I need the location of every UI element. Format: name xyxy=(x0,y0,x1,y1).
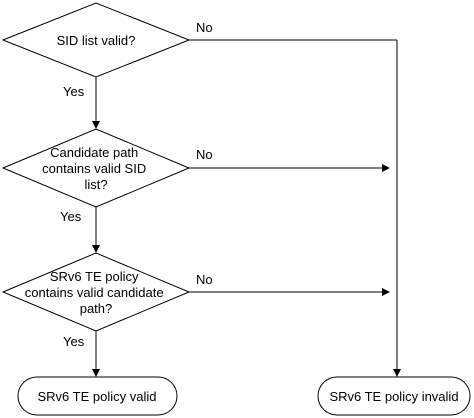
terminal-invalid-text: SRv6 TE policy invalid xyxy=(329,389,458,404)
no-label-1: No xyxy=(196,20,213,35)
yes-label-2: Yes xyxy=(60,209,82,224)
decision-1-text: SID list valid? xyxy=(57,33,136,48)
yes-label-3: Yes xyxy=(63,334,85,349)
decision-3-text: SRv6 TE policy contains valid candidate … xyxy=(25,269,167,316)
decision-2-text: Candidate path contains valid SID list? xyxy=(42,145,150,192)
terminal-valid-text: SRv6 TE policy valid xyxy=(38,389,157,404)
no-label-2: No xyxy=(196,147,213,162)
no-label-3: No xyxy=(196,272,213,287)
yes-label-1: Yes xyxy=(63,84,85,99)
terminal-invalid xyxy=(317,376,471,416)
terminal-valid xyxy=(17,376,178,416)
